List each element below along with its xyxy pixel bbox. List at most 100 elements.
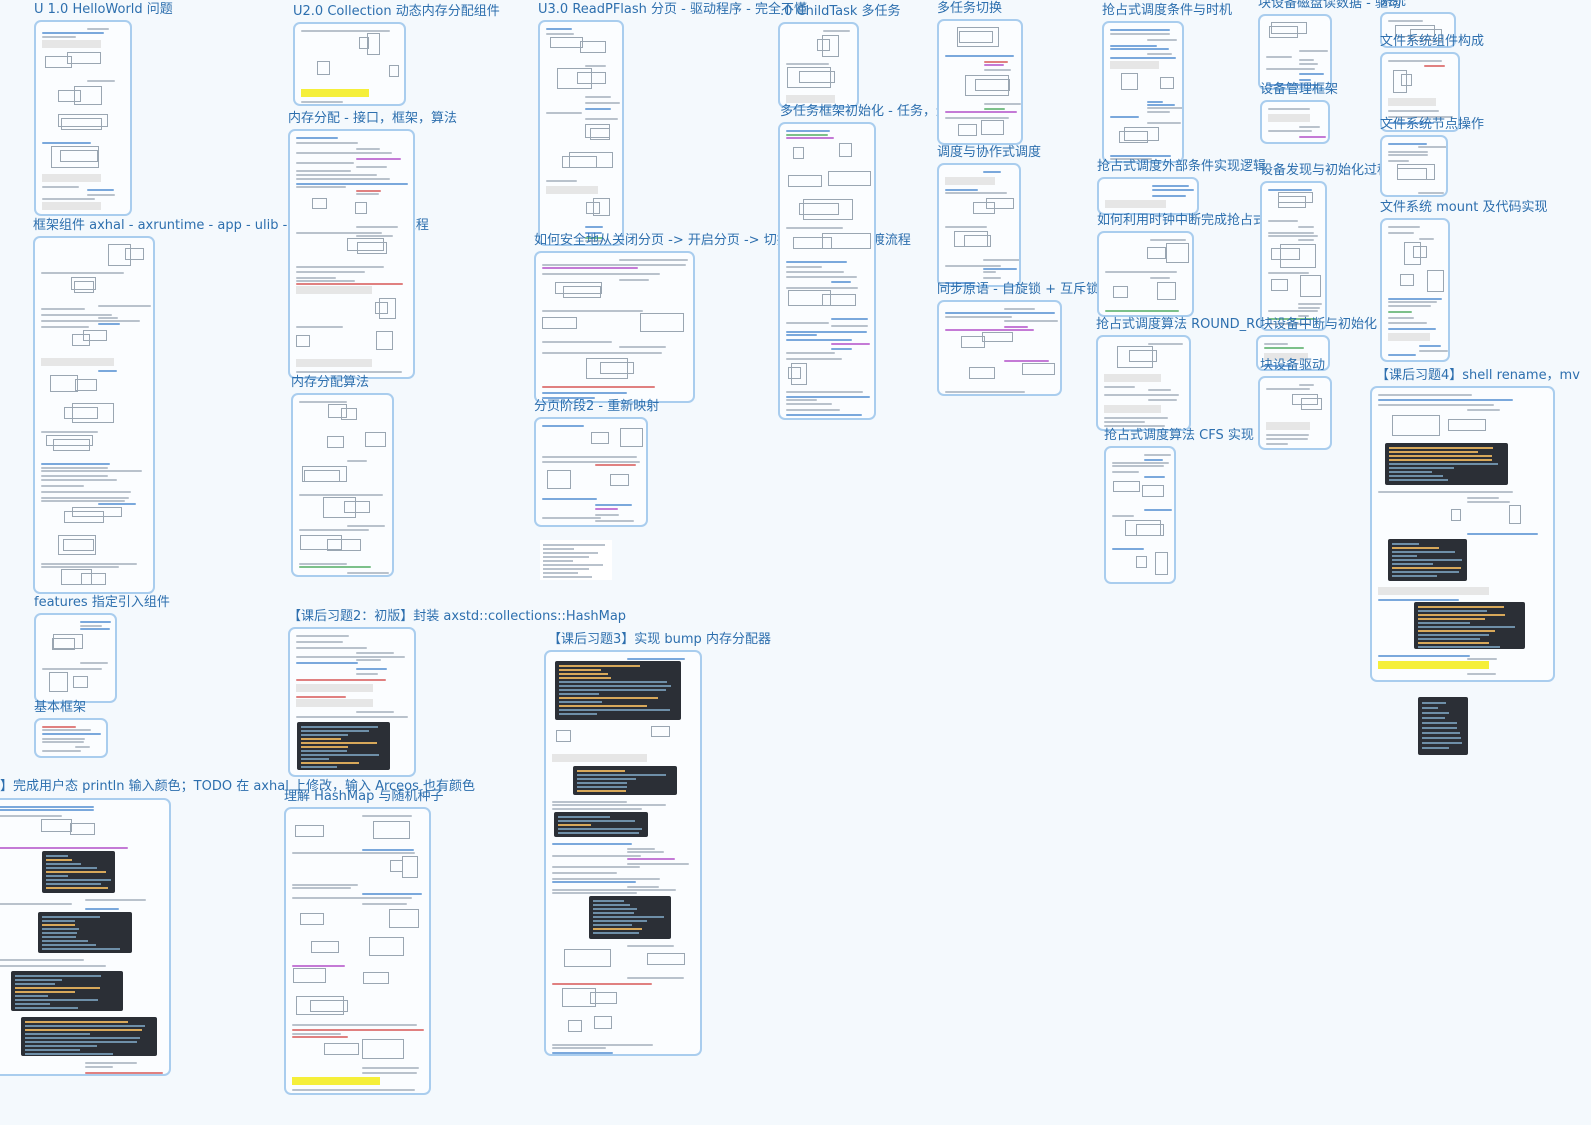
topic-title[interactable]: 抢占式调度条件与时机 (1102, 3, 1233, 18)
topic-image-card[interactable] (937, 163, 1021, 287)
topic-title[interactable]: 块设备磁盘读数据 - 驱动 (1258, 0, 1401, 11)
topic-image-card[interactable] (1096, 335, 1191, 431)
topic-title[interactable]: 内存分配 - 接口，框架，算法 (288, 111, 457, 126)
text-line (1419, 238, 1434, 240)
topic-image-card[interactable] (534, 417, 648, 527)
topic-title[interactable]: 内存分配算法 (291, 375, 370, 390)
topic-title[interactable]: 基本框架 (34, 700, 87, 715)
topic-image-card[interactable] (1370, 386, 1555, 682)
topic-image-card[interactable] (1260, 181, 1327, 331)
topic-title[interactable]: 文件系统组件构成 (1380, 34, 1485, 49)
topic-image-card[interactable] (937, 19, 1023, 145)
topic-image-card[interactable] (1380, 218, 1450, 362)
topic-image-card[interactable] (34, 613, 117, 703)
topic-title[interactable]: 块设备中断与初始化 (1260, 317, 1378, 332)
topic-title[interactable]: 设备管理框架 (1260, 82, 1339, 97)
code-screenshot[interactable] (1418, 697, 1468, 755)
text-line (542, 456, 638, 458)
diagram-box (562, 286, 601, 298)
topic-title[interactable]: 抢占式调度算法 CFS 实现 (1104, 428, 1254, 443)
topic-image-card[interactable] (1097, 177, 1199, 215)
text-line (831, 348, 853, 350)
topic-image-card[interactable] (1260, 100, 1330, 144)
topic-title[interactable]: features 指定引入组件 (34, 595, 170, 610)
topic-image-card[interactable] (293, 22, 406, 106)
topic-title[interactable]: 【课后习题2：初版】封装 axstd::collections::HashMap (288, 609, 627, 624)
diagram-box (1155, 552, 1168, 575)
topic-title[interactable]: 抢占式调度算法 ROUND_ROBIN (1096, 317, 1288, 332)
text-line (1110, 57, 1176, 59)
text-line (1388, 317, 1414, 319)
topic-image-card[interactable] (1256, 335, 1330, 371)
text-line (41, 563, 138, 565)
topic-image-card[interactable] (1258, 376, 1332, 450)
topic-image-card[interactable] (1104, 446, 1176, 584)
topic-image-card[interactable] (1102, 21, 1184, 163)
topic-title[interactable]: 【课后习题3】实现 bump 内存分配器 (548, 632, 771, 647)
topic-image-card[interactable] (288, 627, 416, 777)
topic-image-card[interactable] (0, 798, 171, 1076)
topic-image-card[interactable] (284, 807, 431, 1095)
topic-title[interactable]: 理解 HashMap 与随机种子 (284, 789, 444, 804)
topic-title[interactable]: 文件系统节点操作 (1380, 117, 1485, 132)
topic-image-card[interactable] (937, 300, 1062, 396)
topic-title[interactable]: 设备发现与初始化过程 (1260, 163, 1391, 178)
topic-image-card[interactable] (1097, 231, 1194, 317)
highlight-block (1266, 422, 1311, 430)
topic-title[interactable]: 分页阶段2 - 重新映射 (534, 399, 660, 414)
diagram-box (40, 819, 72, 833)
topic-image-card[interactable] (288, 129, 415, 379)
diagram-box (107, 244, 131, 267)
highlight-block (296, 684, 373, 692)
topic-title[interactable]: 块设备驱动 (1260, 358, 1326, 373)
topic-image-card[interactable] (538, 20, 624, 246)
diagram-box (956, 27, 1000, 48)
text-line (296, 152, 393, 154)
topic-image-card[interactable] (291, 393, 394, 577)
topic-image-card[interactable] (778, 22, 859, 108)
text-line (1266, 388, 1310, 390)
topic-title[interactable]: 多任务切换 (937, 1, 1003, 16)
topic-title[interactable]: 】完成用户态 println 输入颜色；TODO 在 axhal 上修改，输入 … (0, 779, 476, 794)
text-line (542, 267, 639, 269)
text-line (1264, 365, 1291, 367)
diagram-thumbnail[interactable] (540, 540, 612, 580)
topic-title[interactable]: U3.0 ReadPFlash 分页 - 驱动程序 - 完全不懂 (538, 2, 807, 17)
text-line (1105, 271, 1178, 273)
topic-title[interactable]: 多任务框架初始化 - 任务，运动队列 (780, 104, 988, 119)
topic-title[interactable]: 文件系统 mount 及代码实现 (1380, 200, 1548, 215)
diagram-box (793, 237, 833, 249)
topic-title[interactable]: 调度与协作式调度 (937, 145, 1042, 160)
topic-title[interactable]: U2.0 Collection 动态内存分配组件 (293, 4, 500, 19)
topic-image-card[interactable] (1380, 135, 1448, 197)
topic-title[interactable]: U 1.0 HelloWorld 问题 (34, 2, 173, 17)
topic-title[interactable]: 【课后习题4】shell rename，mv (1376, 368, 1580, 383)
diagram-box (788, 290, 831, 307)
topic-image-card[interactable] (1380, 12, 1456, 48)
topic-title[interactable]: 如何利用时钟中断完成抢占式调度 (1097, 213, 1293, 228)
text-line (41, 467, 109, 469)
topic-title[interactable]: 同步原语 - 自旋锁 + 互斥锁 (937, 282, 1100, 297)
diagram-box (71, 334, 91, 346)
code-screenshot (553, 812, 649, 837)
text-line (945, 55, 1015, 57)
topic-title[interactable]: .0 ChildTask 多任务 (780, 4, 901, 19)
diagram-box (839, 143, 853, 157)
code-screenshot (555, 661, 681, 720)
topic-image-card[interactable] (544, 650, 702, 1056)
topic-image-card[interactable] (33, 236, 155, 594)
topic-image-card[interactable] (34, 718, 108, 758)
topic-image-card[interactable] (1380, 52, 1460, 132)
topic-title[interactable]: 抢占式调度外部条件实现逻辑 (1097, 159, 1267, 174)
topic-image-card[interactable] (1258, 14, 1332, 90)
text-line (1003, 326, 1028, 328)
topic-image-card[interactable] (778, 122, 876, 420)
topic-title[interactable]: 系统 (1380, 0, 1407, 9)
text-line (299, 563, 348, 565)
topic-image-card[interactable] (34, 20, 132, 216)
topic-image-card[interactable] (534, 251, 695, 403)
diagram-box (1397, 168, 1428, 180)
text-line (627, 658, 685, 660)
text-line (1144, 454, 1172, 456)
